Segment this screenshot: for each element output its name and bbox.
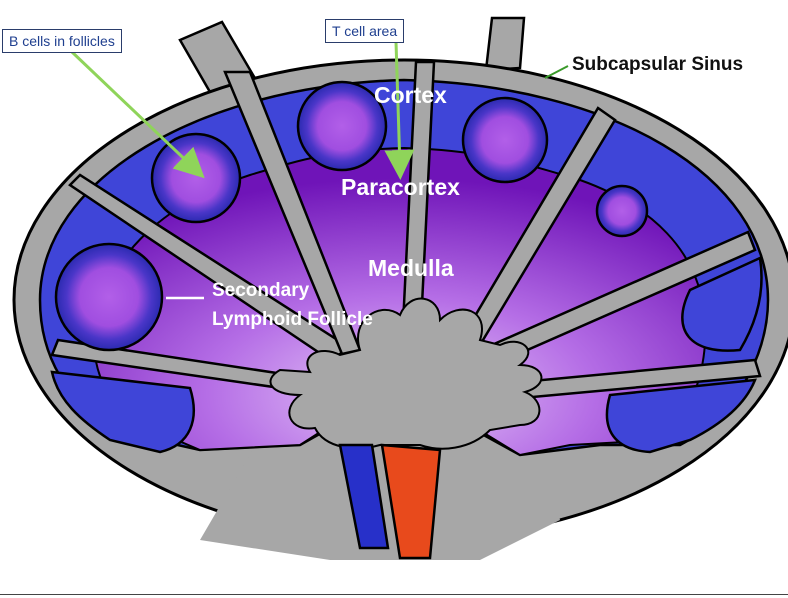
label-medulla: Medulla [368, 255, 454, 281]
follicle-2 [296, 80, 388, 172]
bottom-divider [0, 594, 788, 595]
cortex-lobe-right [681, 256, 763, 352]
label-subcapsular-sinus: Subcapsular Sinus [572, 54, 743, 75]
medulla [269, 297, 543, 450]
follicle-1 [150, 132, 242, 224]
t-cell-arrow [384, 41, 415, 180]
label-secondary-line2: Lymphoid Follicle [212, 309, 373, 330]
vein [338, 443, 390, 550]
follicle-3 [461, 96, 549, 184]
b-cells-arrow [70, 50, 205, 179]
label-secondary-line1: Secondary [212, 280, 310, 301]
label-paracortex: Paracortex [341, 174, 460, 200]
cortex-lobe-lower-left [50, 370, 195, 454]
t-cell-callout: T cell area [325, 19, 405, 43]
afferent-vessel-right [484, 16, 526, 72]
artery [380, 443, 442, 560]
follicle-secondary [54, 242, 164, 352]
follicle-4 [595, 184, 649, 238]
cortex-lobe-lower-right [605, 378, 757, 454]
subcapsular-pointer [544, 65, 569, 79]
label-cortex: Cortex [374, 82, 447, 108]
trabeculae [50, 60, 762, 402]
b-cells-callout: B cells in follicles [2, 29, 122, 53]
